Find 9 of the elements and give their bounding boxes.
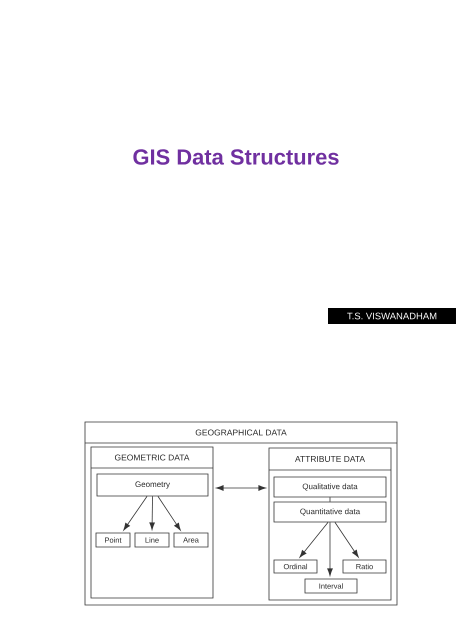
arrow <box>300 522 328 558</box>
title: GIS Data Structures <box>133 149 339 165</box>
arrow <box>149 496 155 530</box>
arrow <box>123 496 148 530</box>
double-arrow <box>216 485 266 491</box>
arrow <box>334 522 359 558</box>
name-tag: T.S. VISWANADHAM <box>328 308 456 324</box>
arrow <box>327 522 333 576</box>
arrow <box>158 496 181 530</box>
